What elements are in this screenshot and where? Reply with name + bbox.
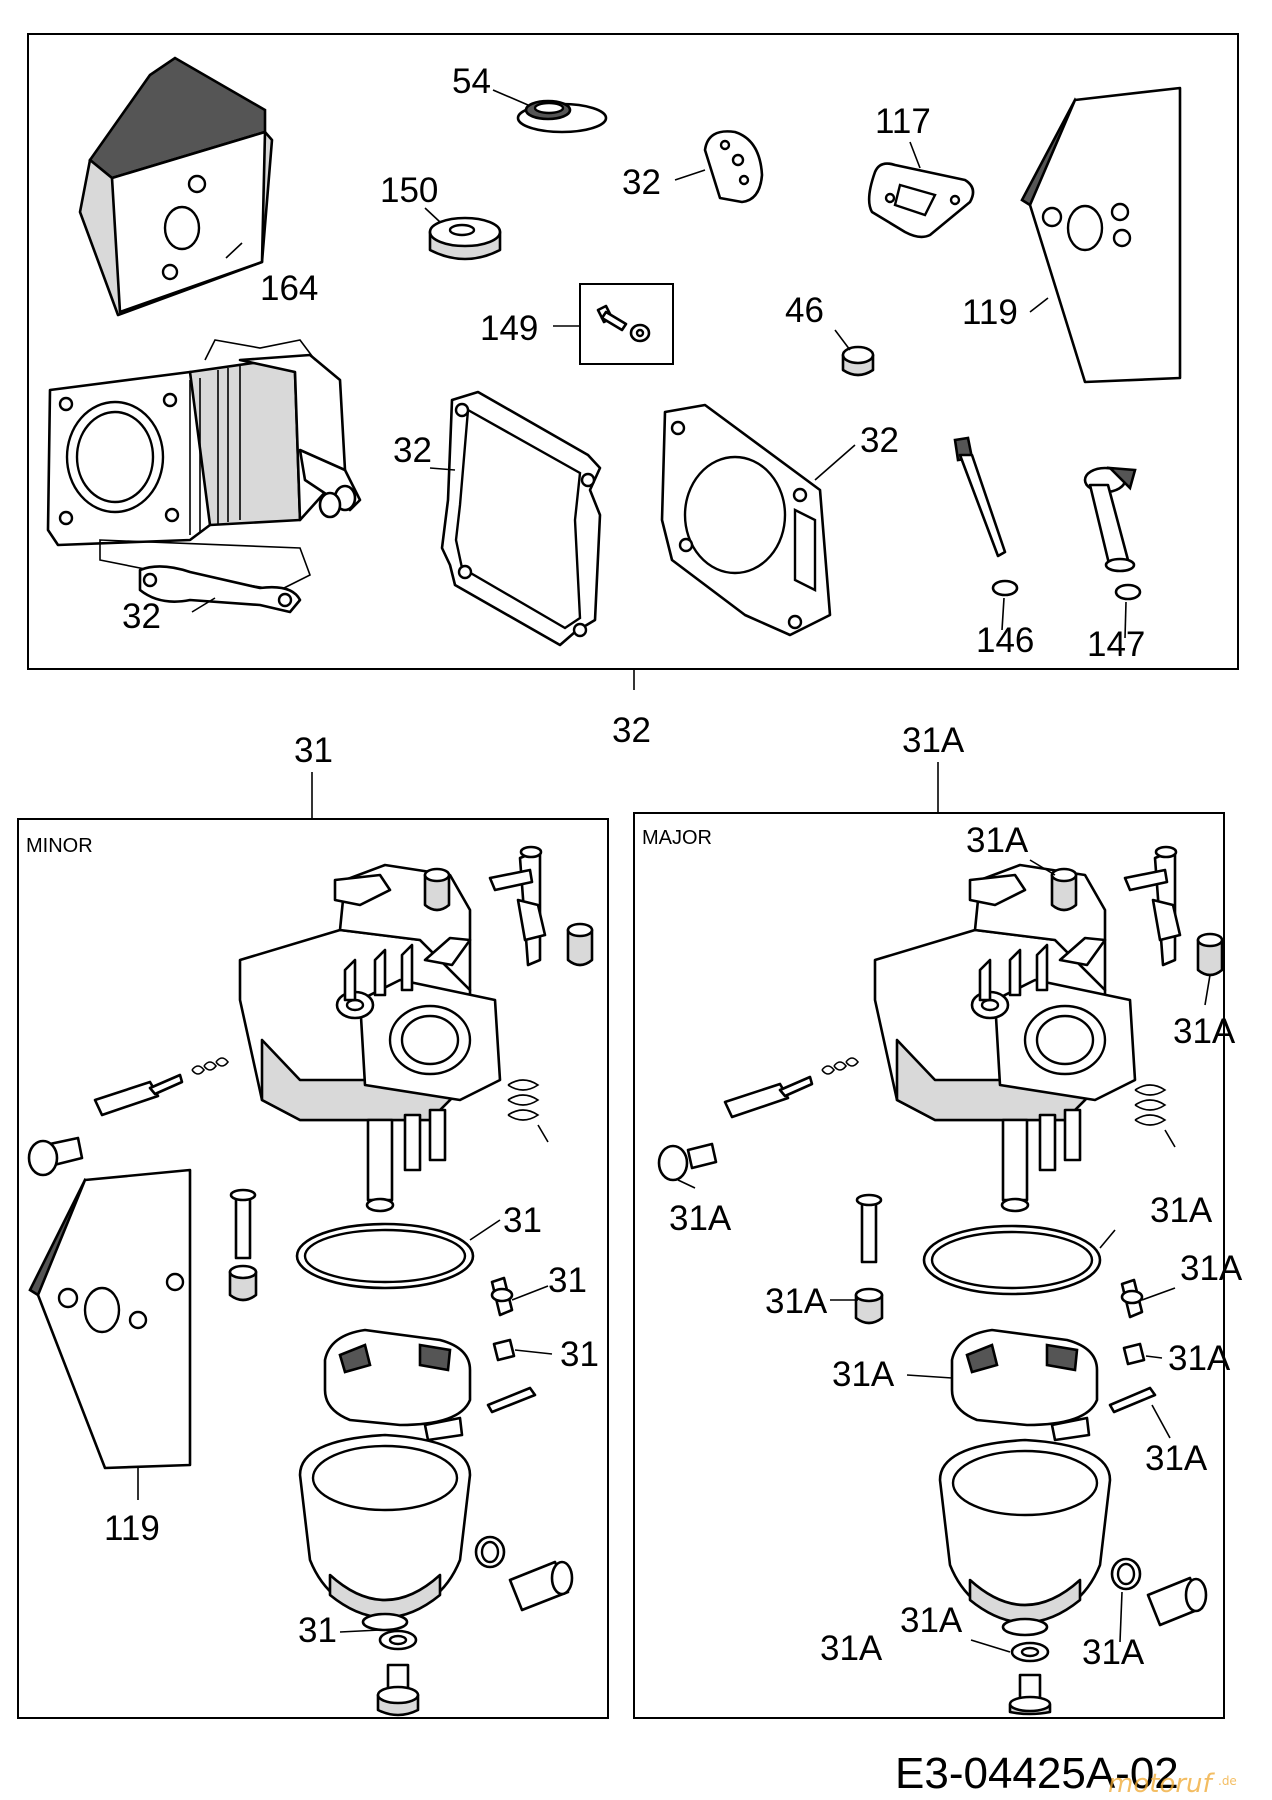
major-label-drain-oring: 31A bbox=[1082, 1633, 1145, 1672]
part-149-bolt-kit[interactable] bbox=[579, 283, 674, 365]
part-147-oil-filler-tube[interactable] bbox=[1083, 466, 1142, 601]
minor-label-washer: 31 bbox=[298, 1611, 337, 1650]
part-54-oil-seal[interactable] bbox=[516, 99, 608, 134]
part-117-insulator-gasket[interactable] bbox=[867, 162, 975, 239]
watermark: motoruf bbox=[1108, 1769, 1216, 1799]
label-54: 54 bbox=[452, 62, 491, 101]
top-assembly-frame bbox=[27, 33, 1239, 670]
top-leader-lines bbox=[191, 89, 1127, 690]
diagram-part-code: E3-04425A-02 bbox=[895, 1749, 1179, 1798]
part-32-rocker-cover-gasket[interactable] bbox=[440, 390, 602, 647]
label-146: 146 bbox=[976, 621, 1034, 660]
minor-kit-title: MINOR bbox=[26, 835, 93, 857]
major-label-float-valve: 31A bbox=[1180, 1249, 1243, 1288]
label-32-breather: 32 bbox=[622, 163, 661, 202]
major-label-pilot-screw: 31A bbox=[669, 1199, 732, 1238]
part-32-base-gasket[interactable] bbox=[138, 565, 302, 614]
minor-label-float-valve: 31 bbox=[548, 1261, 587, 1300]
minor-leader-lines bbox=[137, 1219, 553, 1633]
label-147: 147 bbox=[1087, 625, 1145, 664]
label-32-head-gasket: 32 bbox=[860, 421, 899, 460]
label-32-rocker-gasket: 32 bbox=[393, 431, 432, 470]
major-leader-lines bbox=[677, 859, 1211, 1653]
part-32-head-gasket[interactable] bbox=[660, 403, 832, 637]
major-label-washer-2: 31A bbox=[820, 1629, 883, 1668]
part-32-breather-plate[interactable] bbox=[703, 130, 764, 204]
major-label-cap-top: 31A bbox=[966, 821, 1029, 860]
minor-label-clip: 31 bbox=[560, 1335, 599, 1374]
watermark-suffix: .de bbox=[1218, 1774, 1237, 1788]
major-kit-frame bbox=[633, 812, 1225, 1719]
part-46-cap[interactable] bbox=[841, 345, 875, 377]
minor-group-label: 31 bbox=[294, 731, 333, 770]
part-119-heat-shield[interactable] bbox=[1020, 86, 1182, 384]
minor-label-119: 119 bbox=[104, 1509, 160, 1548]
label-117: 117 bbox=[875, 102, 931, 141]
major-carburetor-assembly[interactable] bbox=[657, 845, 1224, 1716]
major-label-float: 31A bbox=[832, 1355, 895, 1394]
major-kit-title: MAJOR bbox=[642, 827, 712, 849]
label-119-top: 119 bbox=[962, 293, 1018, 332]
minor-kit-frame bbox=[17, 818, 609, 1719]
major-group-label: 31A bbox=[902, 721, 965, 760]
label-32-group: 32 bbox=[612, 711, 651, 750]
minor-part-119-heat-shield[interactable] bbox=[28, 1168, 192, 1470]
minor-carburetor-assembly[interactable] bbox=[27, 845, 594, 1717]
label-46: 46 bbox=[785, 291, 824, 330]
major-label-collar: 31A bbox=[765, 1282, 828, 1321]
label-32-base-gasket: 32 bbox=[122, 597, 161, 636]
label-149: 149 bbox=[480, 309, 538, 348]
label-150: 150 bbox=[380, 171, 438, 210]
major-label-cap-right: 31A bbox=[1173, 1012, 1236, 1051]
major-label-clip: 31A bbox=[1168, 1339, 1231, 1378]
part-146-dipstick[interactable] bbox=[953, 436, 1019, 597]
major-label-oring: 31A bbox=[1150, 1191, 1213, 1230]
engine-cylinder-block[interactable] bbox=[46, 339, 362, 591]
minor-label-oring: 31 bbox=[503, 1201, 542, 1240]
major-label-float-pin: 31A bbox=[1145, 1439, 1208, 1478]
part-164-cover-plate[interactable] bbox=[78, 56, 274, 317]
part-150-collar[interactable] bbox=[428, 216, 502, 261]
label-164: 164 bbox=[260, 269, 318, 308]
major-label-washer: 31A bbox=[900, 1601, 963, 1640]
